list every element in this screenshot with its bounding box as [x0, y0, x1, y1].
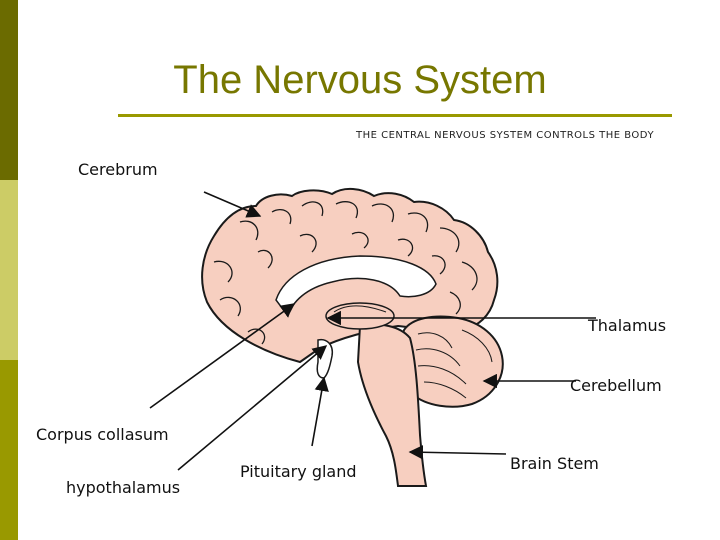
- cerebellum-folds: [415, 329, 493, 399]
- corpus-collasum-arrow: [149, 303, 296, 409]
- label-arrows: [149, 191, 596, 471]
- corpus-callosum-shape: [275, 255, 437, 318]
- pituitary-shape: [316, 338, 334, 379]
- label-cerebrum: Cerebrum: [78, 160, 158, 179]
- hypothalamus-arrow: [177, 345, 328, 471]
- label-cerebellum: Cerebellum: [570, 376, 662, 395]
- sidebar-block-dark: [0, 0, 18, 180]
- brain-folds: [213, 201, 478, 345]
- label-pituitary-gland: Pituitary gland: [240, 462, 357, 481]
- thalamus-shape: [325, 302, 395, 330]
- thalamus-detail: [333, 305, 387, 313]
- pituitary-gland-arrow: [311, 376, 329, 447]
- label-hypothalamus: hypothalamus: [66, 478, 181, 497]
- label-brain-stem: Brain Stem: [510, 454, 599, 473]
- label-thalamus: Thalamus: [588, 316, 667, 335]
- slide-subtitle: THE CENTRAL NERVOUS SYSTEM CONTROLS THE …: [356, 130, 655, 141]
- sidebar-block-mid: [0, 360, 18, 540]
- brain-stem-arrow: [408, 445, 507, 460]
- label-corpus-collasum: Corpus collasum: [36, 425, 169, 444]
- sidebar-accent: [0, 0, 18, 540]
- sidebar-block-light: [0, 180, 18, 360]
- slide-title: The Nervous System: [173, 58, 547, 102]
- cerebrum-arrow: [203, 191, 262, 218]
- title-underline: [118, 114, 672, 117]
